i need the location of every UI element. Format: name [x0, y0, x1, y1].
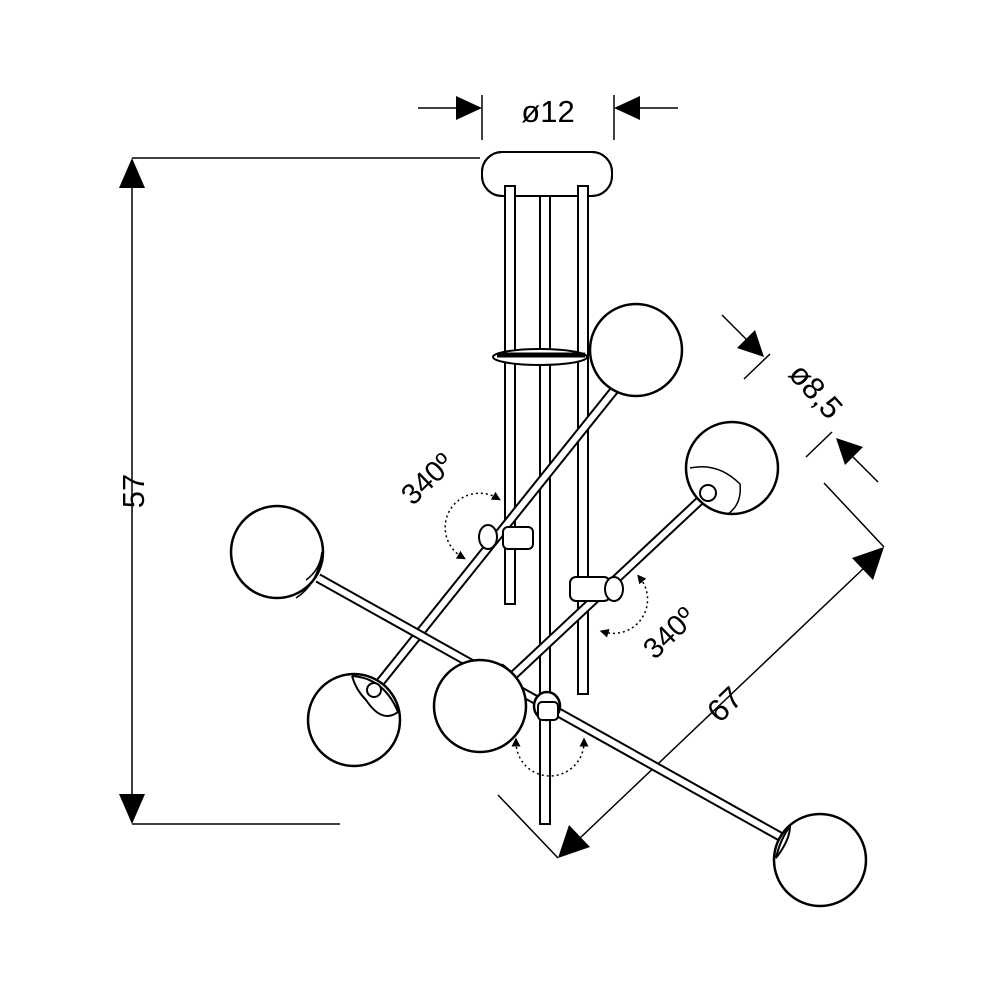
rotation-label-left: 340º: [395, 447, 460, 511]
globe-bottom-right: [772, 812, 868, 908]
globe-right: [684, 420, 780, 516]
canopy-diameter-label: ø12: [521, 94, 574, 129]
height-dimension: 57: [116, 157, 480, 825]
globe-upper-right: [588, 302, 684, 398]
globe-diameter-label: ø8,5: [782, 356, 850, 426]
globe-left: [229, 504, 325, 600]
width-dimension: 67: [497, 482, 885, 859]
joint-lower: [532, 690, 562, 722]
width-label: 67: [700, 680, 749, 729]
rotation-label-right: 340º: [637, 601, 702, 665]
ring-band: [492, 348, 588, 366]
globe-lower-left: [306, 672, 402, 768]
height-label: 57: [116, 474, 151, 508]
canopy-diameter-dimension: ø12: [418, 94, 678, 140]
joint-upper: [478, 524, 534, 550]
canopy: [481, 151, 613, 197]
joint-middle: [569, 576, 624, 602]
globe-middle: [432, 658, 528, 754]
